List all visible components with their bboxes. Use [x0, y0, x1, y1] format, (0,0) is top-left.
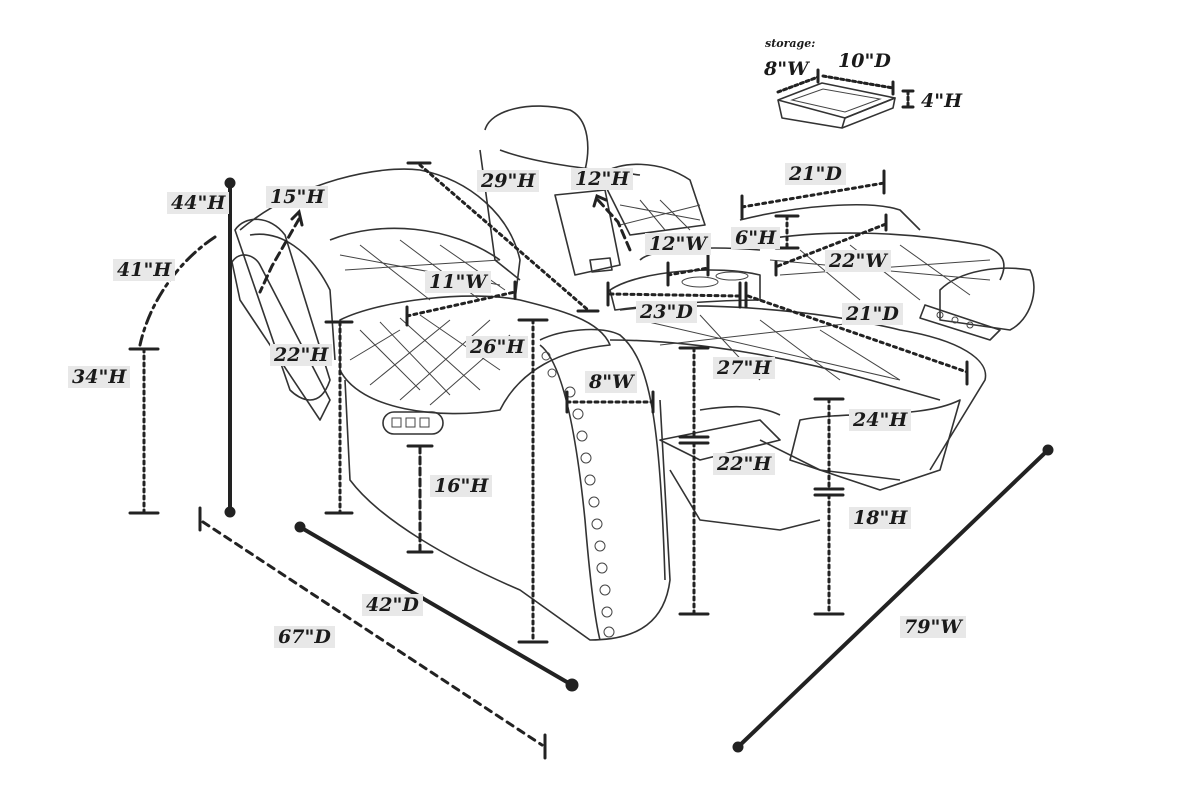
power-control-panel [382, 411, 444, 435]
arm-led-buttons [541, 351, 615, 638]
tray-width-label: 12"W [645, 233, 711, 255]
console-height-label: 6"H [731, 227, 781, 249]
tray-height-line [596, 198, 632, 252]
headrest-height-line [258, 217, 301, 294]
back-height-29-line [418, 163, 590, 312]
back-height-29-label: 29"H [477, 170, 540, 192]
width-79-label: 79"W [900, 616, 966, 638]
leg-depth-21-line [746, 294, 969, 374]
arm-front-width-label: 8"W [585, 371, 638, 393]
storage-width-label: 8"W [764, 58, 809, 80]
seat-depth-21-label: 21"D [785, 163, 846, 185]
dimension-lines [128, 68, 1054, 760]
storage-height-label: 4"H [921, 90, 963, 112]
tray-height-label: 12"H [571, 168, 634, 190]
height-24-label: 24"H [849, 409, 912, 431]
width-79-line [736, 448, 1050, 749]
arm-width-label: 11"W [425, 271, 491, 293]
seat-width-label: 22"W [825, 250, 891, 272]
depth-67-label: 67"D [274, 626, 335, 648]
height-22-label: 22"H [713, 453, 776, 475]
height-16-label: 16"H [430, 475, 493, 497]
height-18-label: 18"H [849, 507, 912, 529]
storage-depth-label: 10"D [838, 50, 891, 72]
tray-width-line [666, 266, 710, 277]
leg-depth-21-label: 21"D [842, 303, 903, 325]
console-depth-line [608, 292, 742, 298]
seat-back-height-label: 34"H [68, 366, 131, 388]
arm-height-label: 22"H [270, 344, 333, 366]
swivel-tray [554, 189, 621, 276]
seat-depth-21-line [740, 181, 886, 209]
depth-42-line [298, 525, 574, 687]
height-27-label: 27"H [713, 357, 776, 379]
arm-total-height-label: 26"H [466, 336, 529, 358]
console-depth-label: 23"D [636, 301, 697, 323]
storage-tray-illustration [777, 82, 896, 129]
depth-42-label: 42"D [362, 594, 423, 616]
storage-width-line [776, 75, 820, 94]
recline-height-arc [138, 235, 217, 347]
overall-height-label: 44"H [167, 192, 230, 214]
arm-width-line [405, 290, 517, 318]
recline-height-label: 41"H [113, 259, 176, 281]
depth-67-line [201, 520, 544, 747]
seat-width-line [776, 222, 888, 268]
storage-caption: storage: [765, 37, 816, 50]
headrest-height-label: 15"H [266, 186, 329, 208]
storage-depth-line [821, 74, 895, 90]
